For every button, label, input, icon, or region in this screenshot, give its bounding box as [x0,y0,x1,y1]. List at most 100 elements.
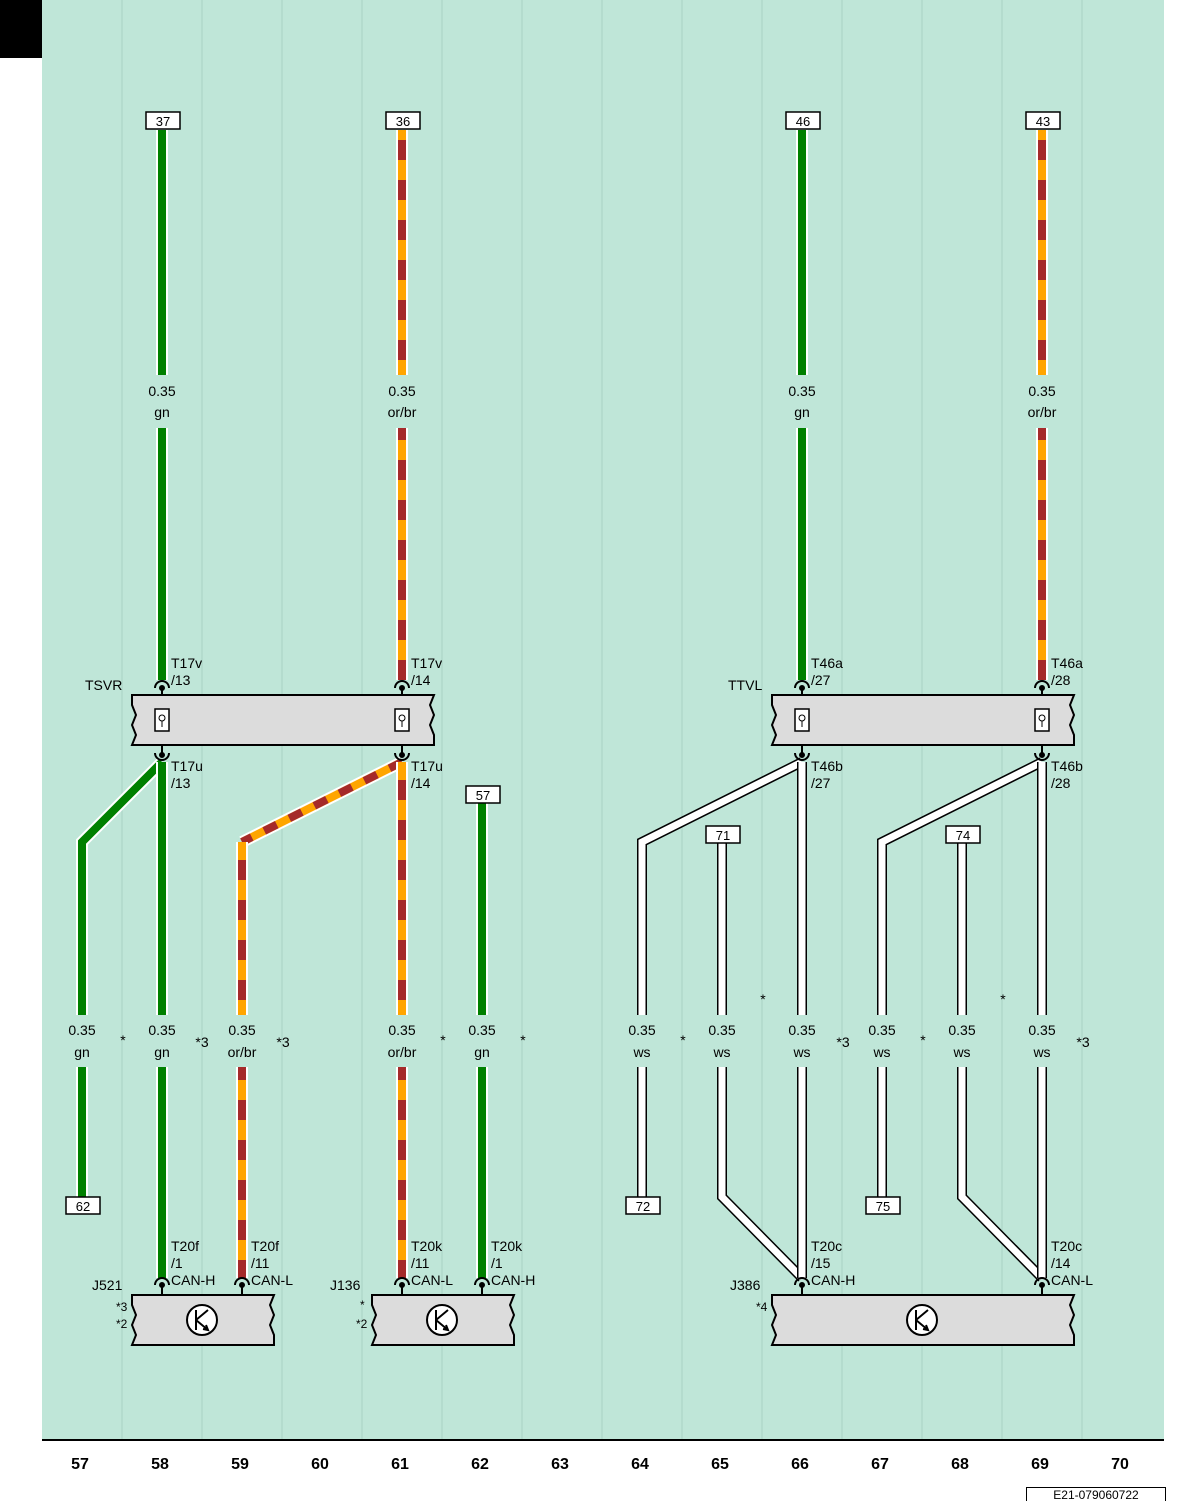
wire-color: gn [154,1044,170,1060]
svg-text:46: 46 [796,114,810,129]
column-number: 62 [471,1456,489,1473]
pin-label: T20k [491,1238,523,1254]
terminal-74[interactable]: 74 [945,825,981,844]
column-number: 63 [551,1456,569,1473]
column-number: 68 [951,1456,969,1473]
wire-color: ws [952,1044,970,1060]
wire-size: 0.35 [388,1022,415,1038]
wire-color: gn [794,404,810,420]
terminal-75[interactable]: 75 [865,1196,901,1215]
terminal-36[interactable]: 36 [385,111,421,130]
svg-text:37: 37 [156,114,170,129]
pin-label: T20c [1051,1238,1082,1254]
wire-size: 0.35 [788,1022,815,1038]
terminal-37[interactable]: 37 [145,111,181,130]
svg-text:43: 43 [1036,114,1050,129]
wire-j136-canl-orbr [396,762,408,1278]
module-name-j136: J136 [330,1277,361,1293]
svg-text:74: 74 [956,828,970,843]
column-number: 67 [871,1456,889,1473]
wire-size: 0.35 [148,1022,175,1038]
module-note: *3 [116,1300,128,1314]
pin-label: T20f [171,1238,199,1254]
wire-labels-lower: 0.35 gn * 0.35 gn *3 0.35 or/br *3 0.35 … [68,991,1089,1060]
wire-color: ws [872,1044,890,1060]
transistor-icon [426,1304,458,1336]
wire-size: 0.35 [68,1022,95,1038]
pin-label: /28 [1051,775,1071,791]
terminal-71[interactable]: 71 [705,825,741,844]
wire-size: 0.35 [628,1022,655,1038]
wire-color: or/br [388,404,417,420]
pin-label: T20f [251,1238,279,1254]
pin-label: T17u [171,758,203,774]
terminal-43[interactable]: 43 [1025,111,1061,130]
wire-note: * [1000,991,1006,1007]
pin-label: /1 [491,1255,503,1271]
svg-text:72: 72 [636,1199,650,1214]
wire-color: or/br [388,1044,417,1060]
pin-label: /15 [811,1255,831,1271]
pin-label: /11 [251,1255,270,1271]
terminal-62[interactable]: 62 [65,1196,101,1215]
wire-size: 0.35 [388,383,415,399]
pin-label: T20c [811,1238,842,1254]
wire-62-gn [76,757,167,1197]
connector-name-ttvl: TTVL [728,677,762,693]
pin-label: /27 [811,672,831,688]
module-note: * [360,1298,365,1312]
white-wires [637,757,1047,1282]
wire-color: ws [1032,1044,1050,1060]
wire-size: 0.35 [788,383,815,399]
pin-label: /27 [811,775,831,791]
wire-color: gn [74,1044,90,1060]
pin-label: T17v [411,655,442,671]
svg-text:75: 75 [876,1199,890,1214]
column-number: 60 [311,1456,329,1473]
wire-color: gn [474,1044,490,1060]
wire-color: ws [792,1044,810,1060]
wire-size: 0.35 [1028,383,1055,399]
column-number: 59 [231,1456,249,1473]
pin-label: /13 [171,775,191,791]
module-j521 [130,1294,276,1346]
terminal-72[interactable]: 72 [625,1196,661,1215]
wire-color: gn [154,404,170,420]
column-number: 66 [791,1456,809,1473]
column-number: 64 [631,1456,649,1473]
wire-note: * [520,1032,526,1048]
pin-label: /14 [411,775,431,791]
module-note: *4 [756,1300,768,1314]
terminal-46[interactable]: 46 [785,111,821,130]
pin-label: T17u [411,758,443,774]
module-note: *2 [356,1317,368,1331]
pin-label: T17v [171,655,202,671]
wire-color: ws [632,1044,650,1060]
pin-signal: CAN-L [1051,1272,1093,1288]
wire-note: * [440,1032,446,1048]
wire-size: 0.35 [468,1022,495,1038]
pin-signal: CAN-H [491,1272,535,1288]
pin-arcs [154,680,1050,1294]
wire-size: 0.35 [708,1022,735,1038]
svg-text:36: 36 [396,114,410,129]
column-number: 57 [71,1456,89,1473]
terminal-57[interactable]: 57 [465,785,501,804]
module-name-j386: J386 [730,1277,761,1293]
column-number: 65 [711,1456,729,1473]
svg-text:62: 62 [76,1199,90,1214]
wire-color: ws [712,1044,730,1060]
connector-tsvr [130,694,436,746]
wire-size: 0.35 [228,1022,255,1038]
transistor-icon [906,1304,938,1336]
connector-ttvl [770,694,1076,746]
wire-color: or/br [1028,404,1057,420]
wire-note: * [920,1032,926,1048]
wire-note: * [760,991,766,1007]
wire-note: *3 [276,1034,289,1050]
pin-signal: CAN-H [811,1272,855,1288]
pin-signal: CAN-L [411,1272,453,1288]
svg-text:57: 57 [476,788,490,803]
